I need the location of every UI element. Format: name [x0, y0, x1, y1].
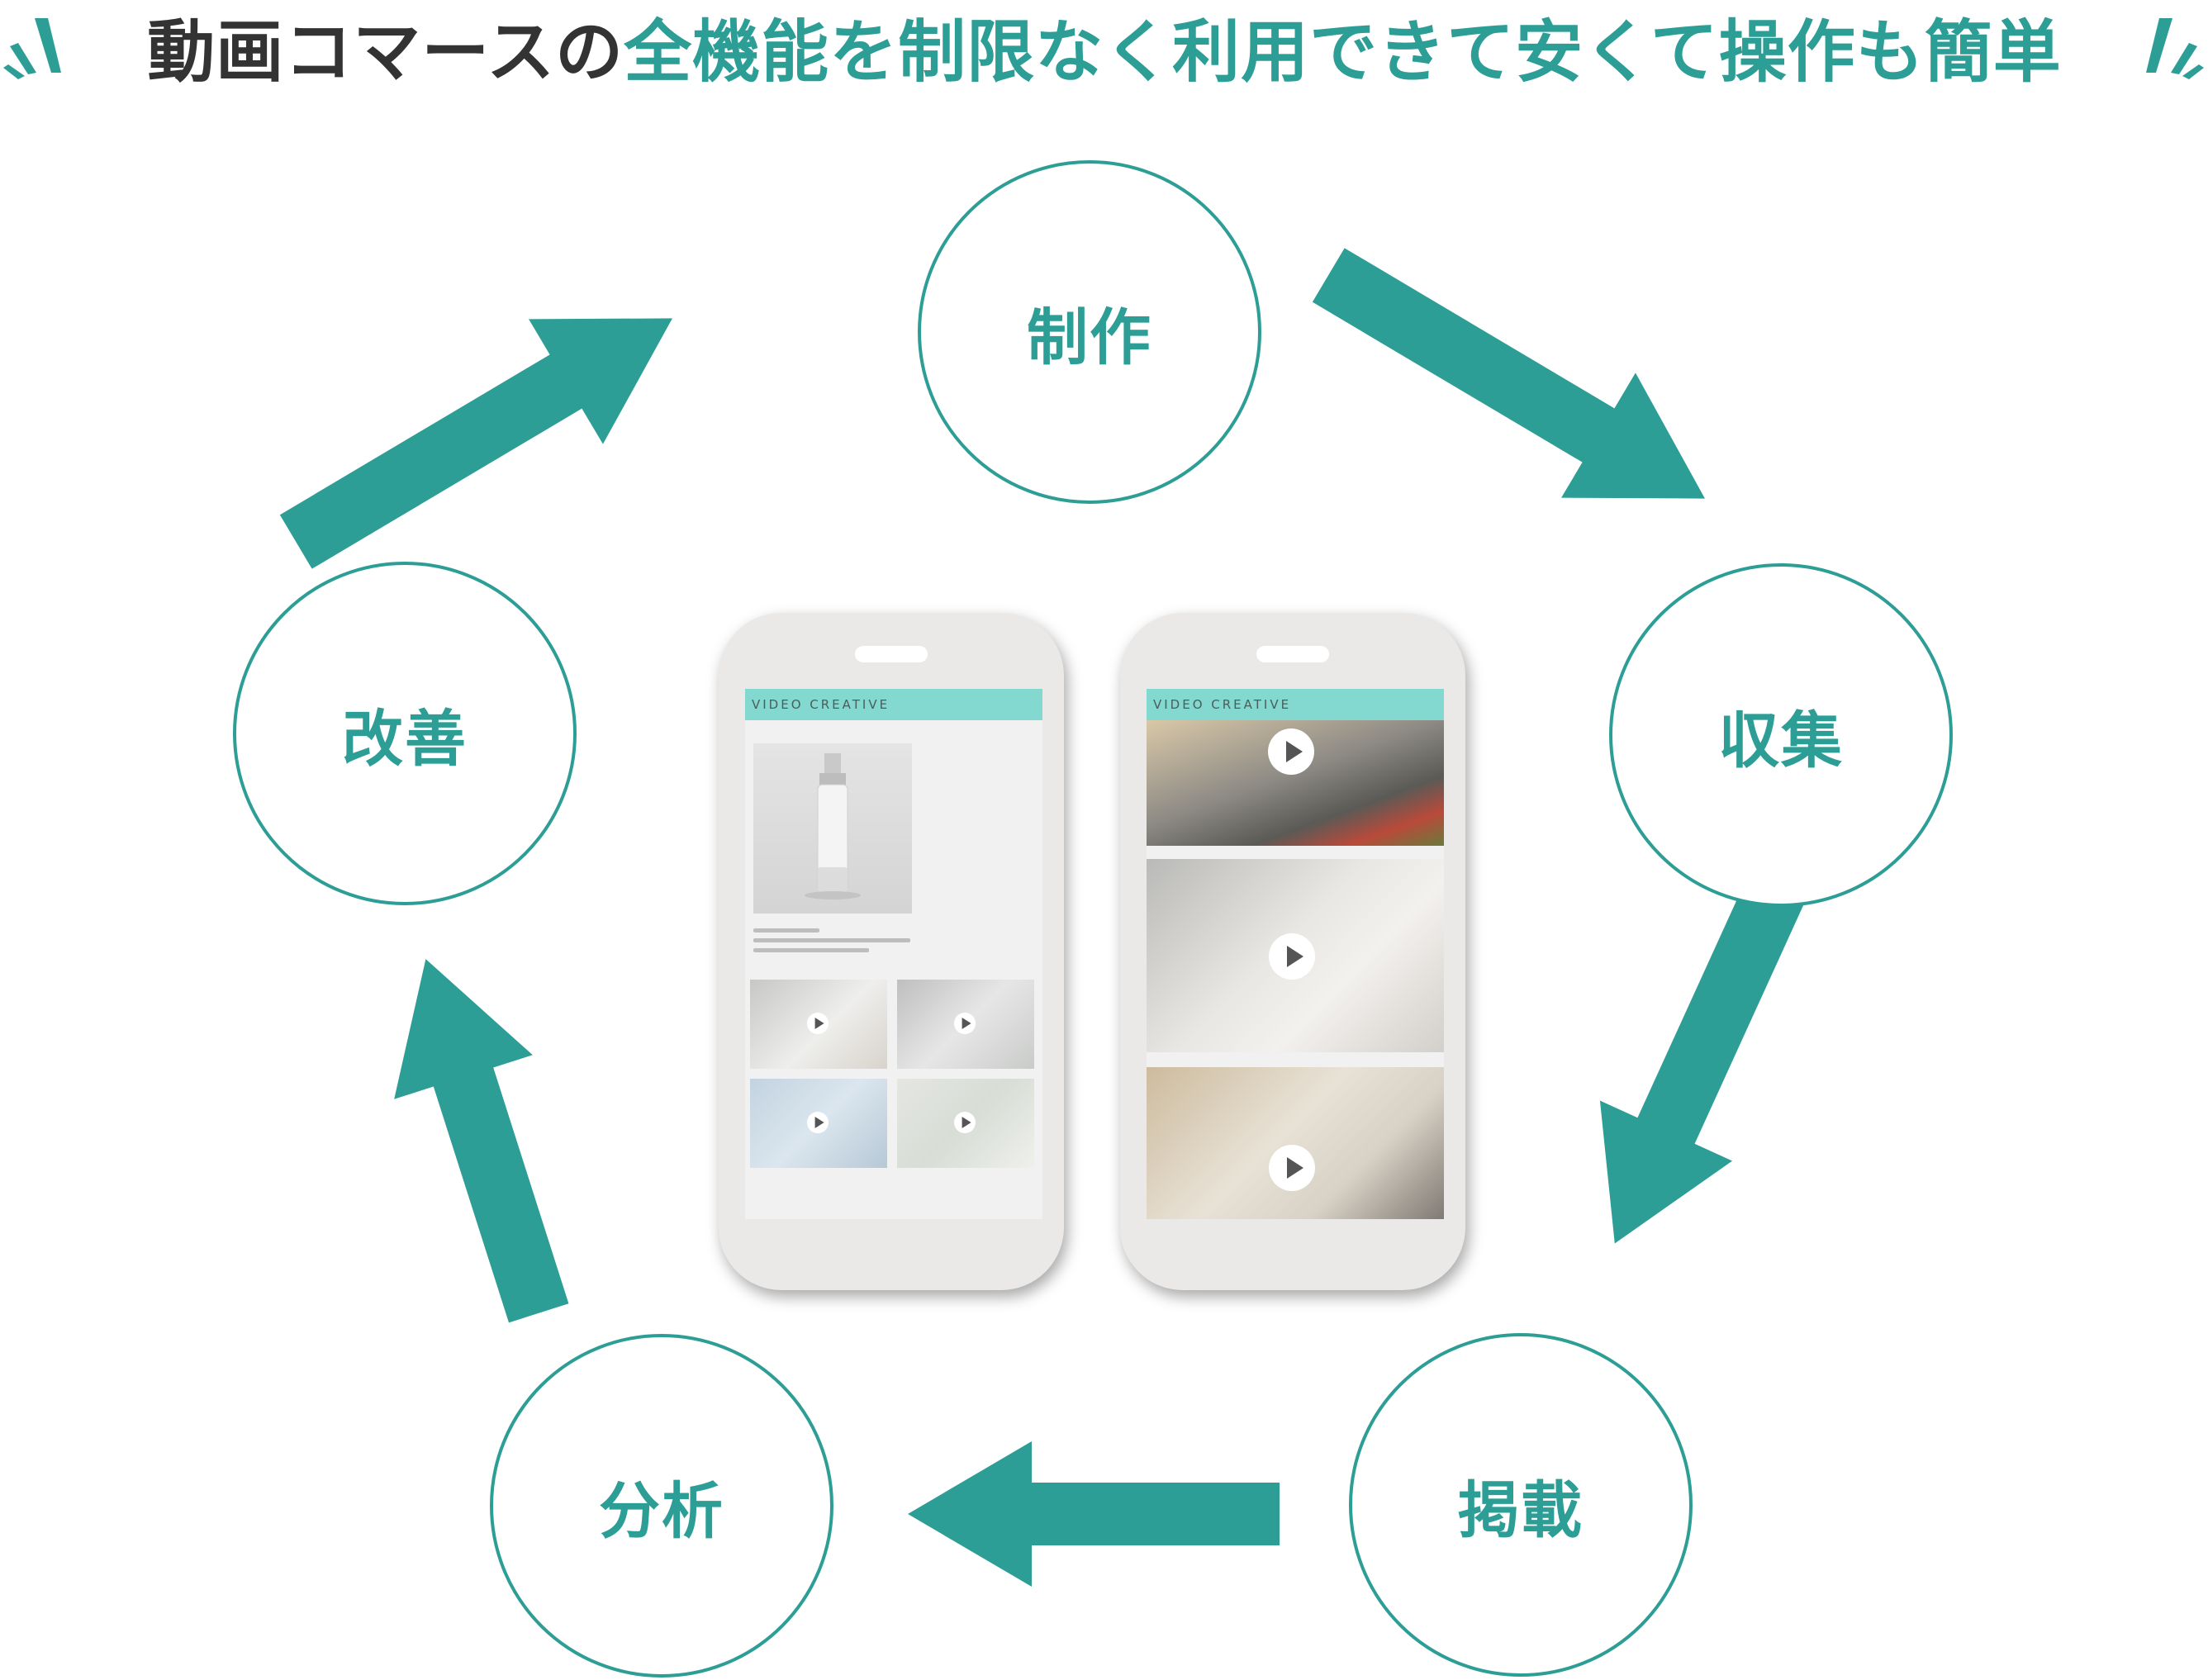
arrow-posting-to-analysis — [908, 1441, 1280, 1587]
headline-dark-part: 動画コマースの — [147, 12, 624, 92]
phone-screen: VIDEO CREATIVE — [1147, 689, 1444, 1219]
phone-mockup-left: VIDEO CREATIVE — [719, 613, 1064, 1290]
text-placeholder-line — [753, 948, 869, 952]
video-thumbnail-skincare[interactable] — [1147, 859, 1444, 1052]
right-spark-icon — [2146, 18, 2204, 79]
text-placeholder-line — [753, 928, 819, 933]
stage-improvement-label: 改善 — [342, 703, 468, 775]
phone-speaker — [855, 646, 928, 662]
video-creative-header: VIDEO CREATIVE — [745, 689, 1042, 720]
play-icon[interactable] — [807, 1013, 829, 1034]
video-thumbnail[interactable] — [750, 980, 887, 1069]
stage-collection: 収集 — [1609, 563, 1953, 907]
video-thumbnail[interactable] — [750, 1079, 887, 1168]
video-creative-header-text: VIDEO CREATIVE — [1153, 697, 1292, 712]
stage-production-label: 制作 — [1027, 301, 1152, 373]
text-placeholder-line — [753, 938, 910, 942]
stage-collection-label: 収集 — [1718, 705, 1844, 776]
arrow-production-to-collection — [1312, 248, 1705, 499]
phone-screen: VIDEO CREATIVE — [745, 689, 1042, 1219]
left-spark-icon — [3, 18, 61, 79]
phone-speaker — [1256, 646, 1329, 662]
video-thumbnail[interactable] — [897, 1079, 1034, 1168]
stage-posting-label: 掲載 — [1458, 1474, 1584, 1546]
play-icon[interactable] — [1268, 728, 1314, 775]
video-creative-header-text: VIDEO CREATIVE — [752, 697, 890, 712]
play-icon[interactable] — [954, 1112, 976, 1133]
arrow-improvement-to-production — [279, 318, 672, 569]
phone-mockup-right: VIDEO CREATIVE — [1120, 613, 1465, 1290]
play-icon[interactable] — [1269, 933, 1315, 980]
arrow-collection-to-posting — [1599, 832, 1826, 1244]
video-thumbnail-cooking[interactable] — [1147, 720, 1444, 846]
stage-analysis-label: 分析 — [599, 1475, 724, 1547]
video-thumbnail[interactable] — [897, 980, 1034, 1069]
product-bottle-image — [753, 743, 912, 914]
stage-analysis: 分析 — [490, 1334, 833, 1678]
video-thumbnail-lotion[interactable] — [1147, 1067, 1444, 1219]
arrow-analysis-to-improvement — [394, 959, 569, 1323]
play-icon[interactable] — [1269, 1145, 1315, 1191]
stage-production: 制作 — [918, 160, 1261, 504]
stage-improvement: 改善 — [233, 562, 577, 905]
headline-teal-part: 全機能を制限なく利用できて安くて操作も簡単 — [624, 12, 2062, 92]
play-icon[interactable] — [954, 1013, 976, 1034]
headline-text: 動画コマースの全機能を制限なく利用できて安くて操作も簡単 — [76, 0, 2133, 92]
video-creative-header: VIDEO CREATIVE — [1147, 689, 1444, 720]
headline-banner: 動画コマースの全機能を制限なく利用できて安くて操作も簡単 — [0, 0, 2208, 92]
spray-bottle-icon — [805, 753, 861, 899]
play-icon[interactable] — [807, 1112, 829, 1133]
stage-posting: 掲載 — [1349, 1333, 1693, 1677]
